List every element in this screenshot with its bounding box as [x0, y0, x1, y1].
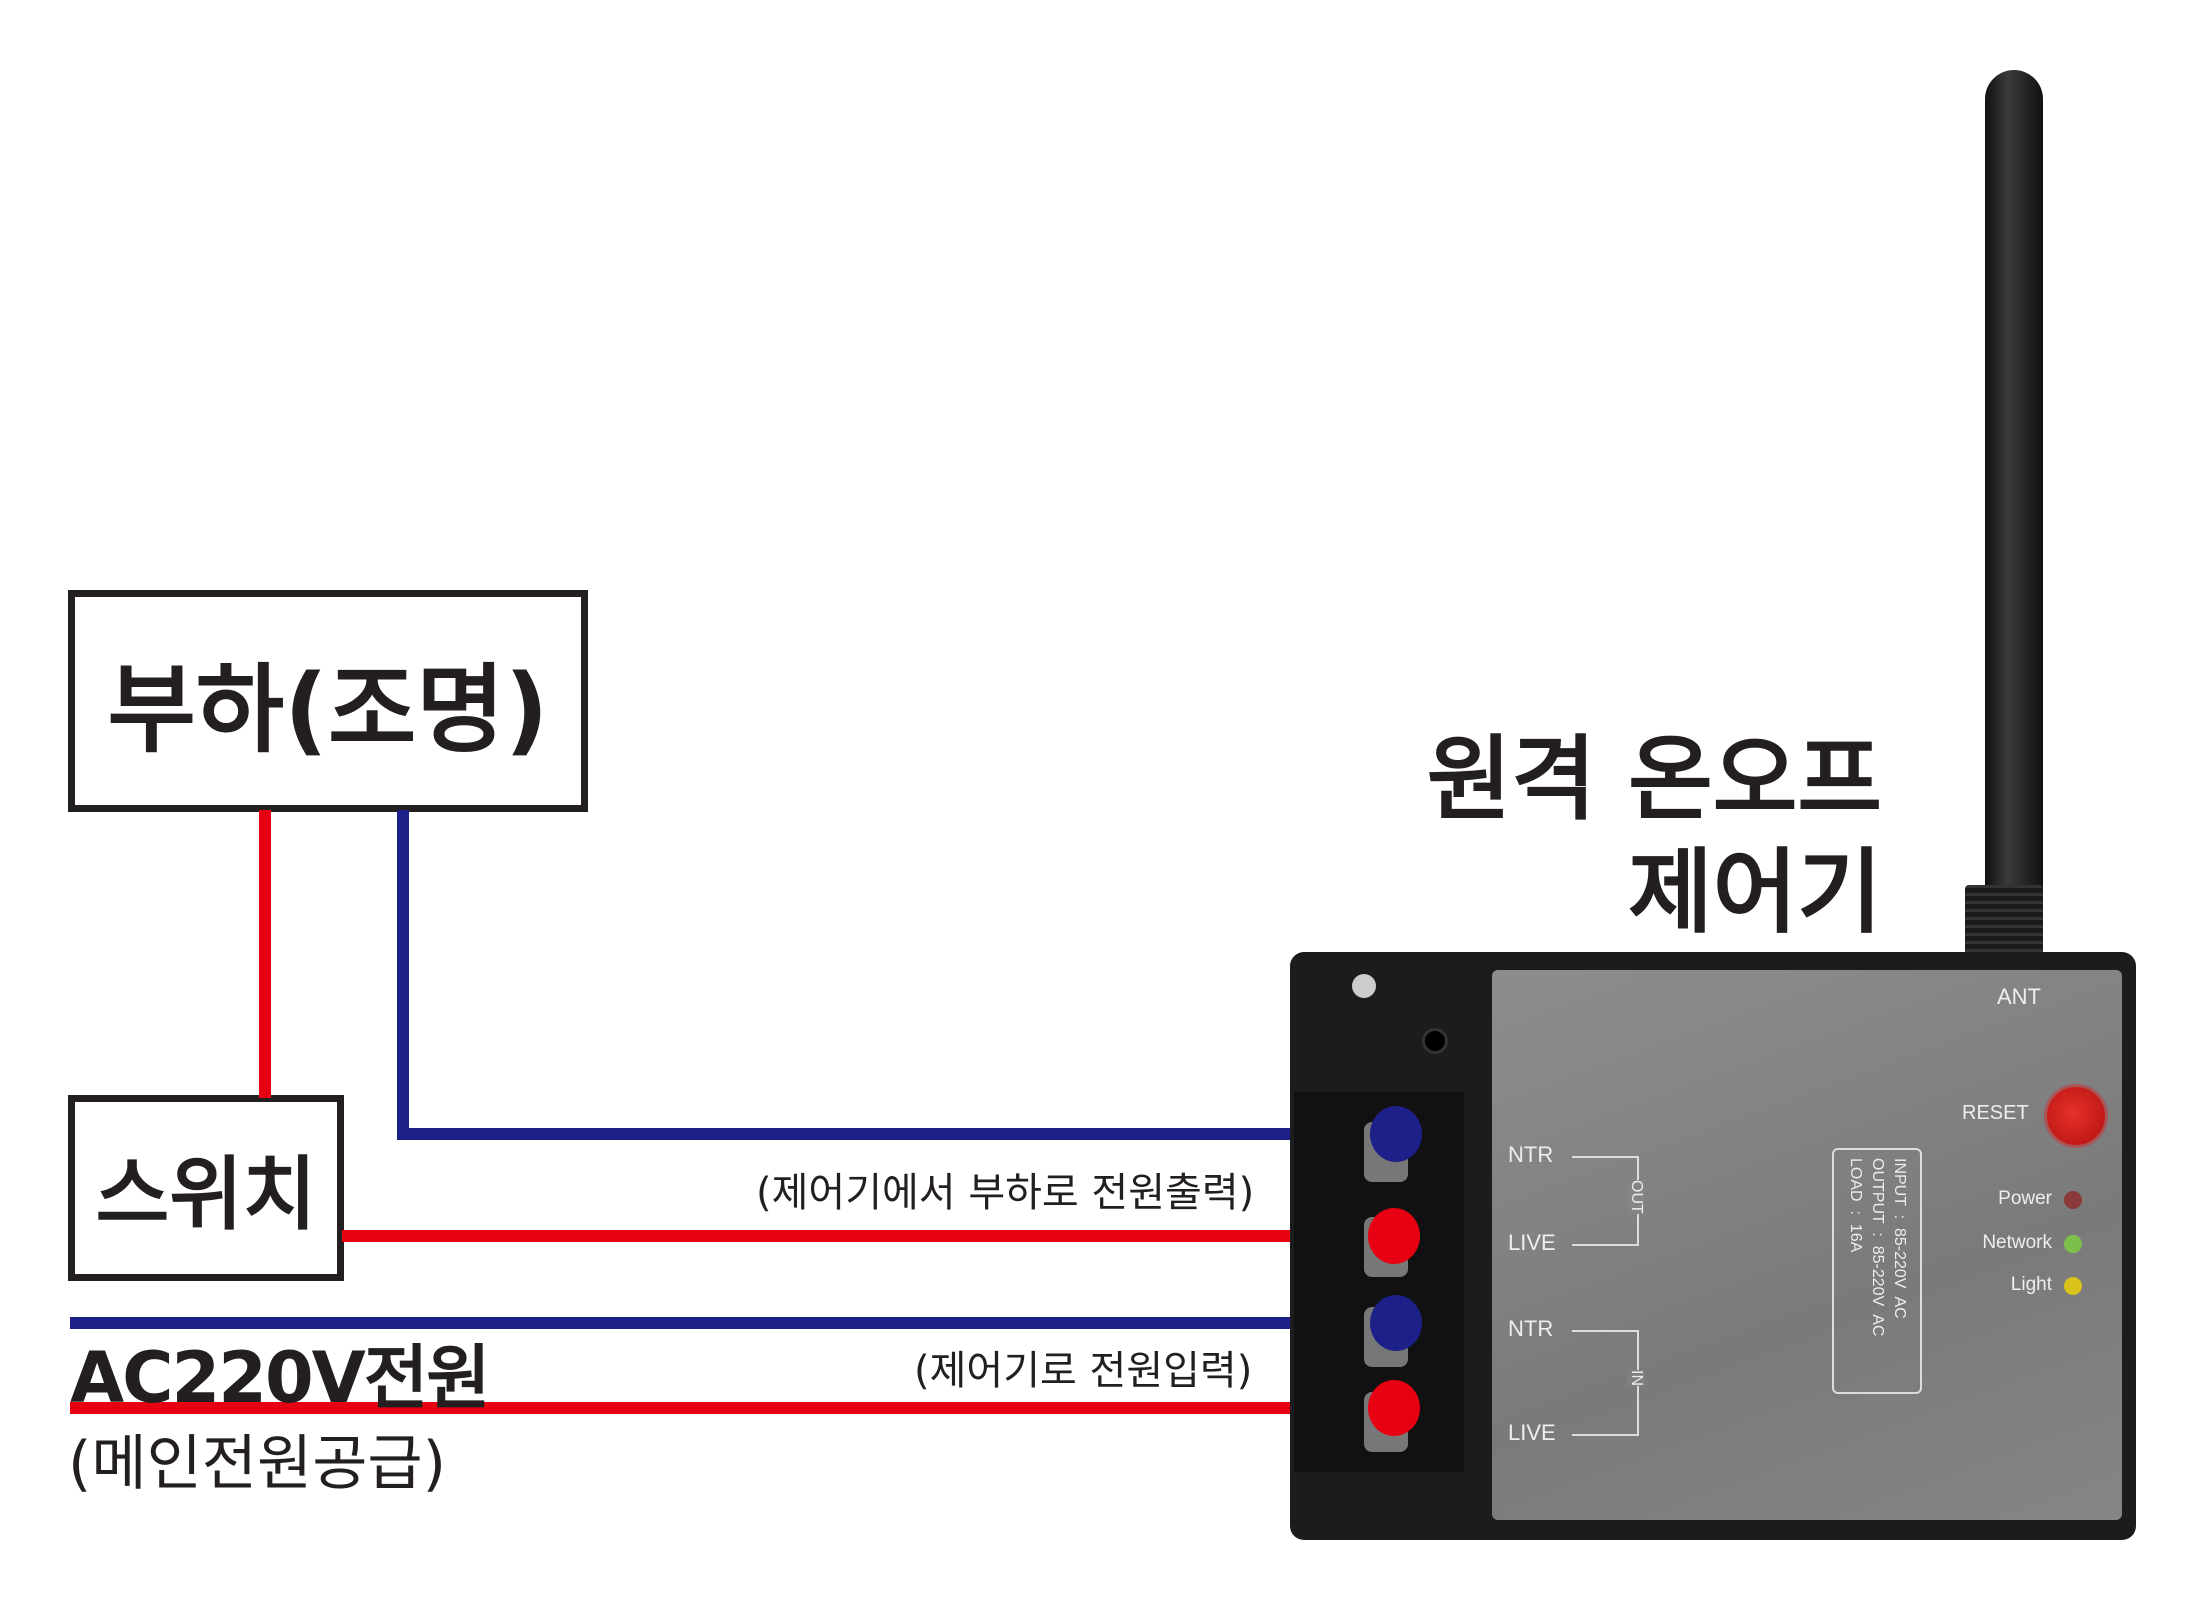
spec-load: LOAD : 16A — [1847, 1158, 1864, 1253]
spec-input: INPUT : 85-220V AC — [1891, 1158, 1908, 1319]
in-ntr-label: NTR — [1508, 1316, 1554, 1341]
in-live-label: LIVE — [1508, 1420, 1556, 1445]
power-led — [2064, 1191, 2082, 1209]
title-line2: 제어기 — [1628, 839, 1882, 946]
switch-to-device-live-wire — [342, 1230, 1397, 1242]
load-to-switch-live-wire — [259, 810, 271, 1098]
led-label-power: Power — [1998, 1188, 2052, 1209]
antenna — [1985, 70, 2043, 900]
out-ntr-label: NTR — [1508, 1142, 1554, 1167]
device-face-panel: ANT RESET Power Network Light NTR LIVE O… — [1492, 970, 2122, 1520]
mains-live-wire — [70, 1402, 1397, 1414]
switch-box: 스위치 — [68, 1095, 344, 1281]
mount-hole — [1352, 974, 1376, 998]
load-box: 부하(조명) — [68, 590, 588, 812]
network-led — [2064, 1235, 2082, 1253]
reset-label: RESET — [1962, 1102, 2029, 1124]
load-label: 부하(조명) — [107, 653, 549, 766]
terminal-in-ntr-dot — [1370, 1295, 1422, 1351]
antenna-base — [1965, 885, 2043, 957]
reset-button[interactable] — [2044, 1084, 2108, 1148]
power-source-sublabel: (메인전원공급) — [68, 1429, 447, 1499]
spec-output: OUTPUT : 85-220V AC — [1869, 1158, 1886, 1337]
power-source-label: AC220V전원 — [70, 1337, 491, 1419]
load-neutral-wire-horizontal — [397, 1128, 1397, 1140]
input-wire-label: (제어기로 전원입력) — [914, 1348, 1253, 1394]
in-group-label: IN — [1627, 1370, 1645, 1386]
mains-neutral-wire — [70, 1317, 1397, 1329]
terminal-out-live-dot — [1368, 1208, 1420, 1264]
light-led — [2064, 1277, 2082, 1295]
switch-label: 스위치 — [95, 1148, 317, 1241]
out-group-label: OUT — [1627, 1180, 1645, 1214]
led-label-network: Network — [1982, 1232, 2052, 1253]
spec-box: INPUT : 85-220V AC OUTPUT : 85-220V AC L… — [1832, 1148, 1922, 1394]
terminal-in-live-dot — [1368, 1380, 1420, 1436]
terminal-out-ntr-dot — [1370, 1106, 1422, 1162]
led-label-light: Light — [2010, 1274, 2052, 1295]
load-neutral-wire-vertical — [397, 810, 409, 1140]
out-live-label: LIVE — [1508, 1230, 1556, 1255]
screw-hole — [1422, 1028, 1448, 1054]
title-line1: 원격 온오프 — [1426, 726, 1882, 833]
output-wire-label: (제어기에서 부하로 전원출력) — [756, 1170, 1255, 1216]
antenna-label: ANT — [1997, 984, 2041, 1009]
